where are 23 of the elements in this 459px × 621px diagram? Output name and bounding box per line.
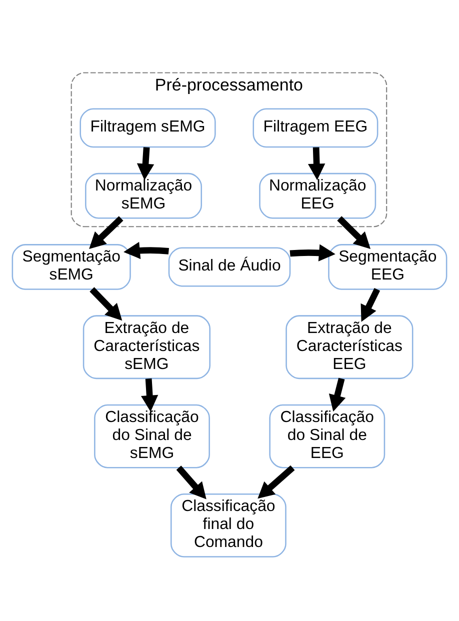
- node-box: Sinal de Áudio: [168, 247, 291, 287]
- node-box: Normalização sEMG: [85, 172, 202, 219]
- node-box: Classificação final do Comando: [170, 494, 286, 558]
- arrow: [90, 287, 122, 321]
- node-box: Segmentação sEMG: [12, 244, 131, 290]
- arrow: [290, 244, 336, 262]
- node-box: Extração de Características sEMG: [82, 315, 210, 380]
- arrow: [124, 242, 169, 260]
- node-box: Filtragem EEG: [252, 108, 378, 148]
- arrow: [328, 378, 346, 412]
- node-box: Extração de Características EEG: [286, 315, 414, 380]
- arrow: [308, 147, 326, 180]
- arrow: [136, 147, 154, 180]
- node-box: Classificação do Sinal de sEMG: [94, 404, 210, 468]
- node-box: Filtragem sEMG: [80, 108, 216, 148]
- arrow: [360, 288, 380, 322]
- arrow: [176, 466, 206, 500]
- node-box: Segmentação EEG: [328, 244, 448, 290]
- arrow: [140, 378, 158, 412]
- node-box: Classificação do Sinal de EEG: [269, 404, 386, 468]
- node-box: Normalização EEG: [259, 172, 376, 219]
- arrow: [337, 216, 371, 250]
- arrow: [258, 465, 295, 499]
